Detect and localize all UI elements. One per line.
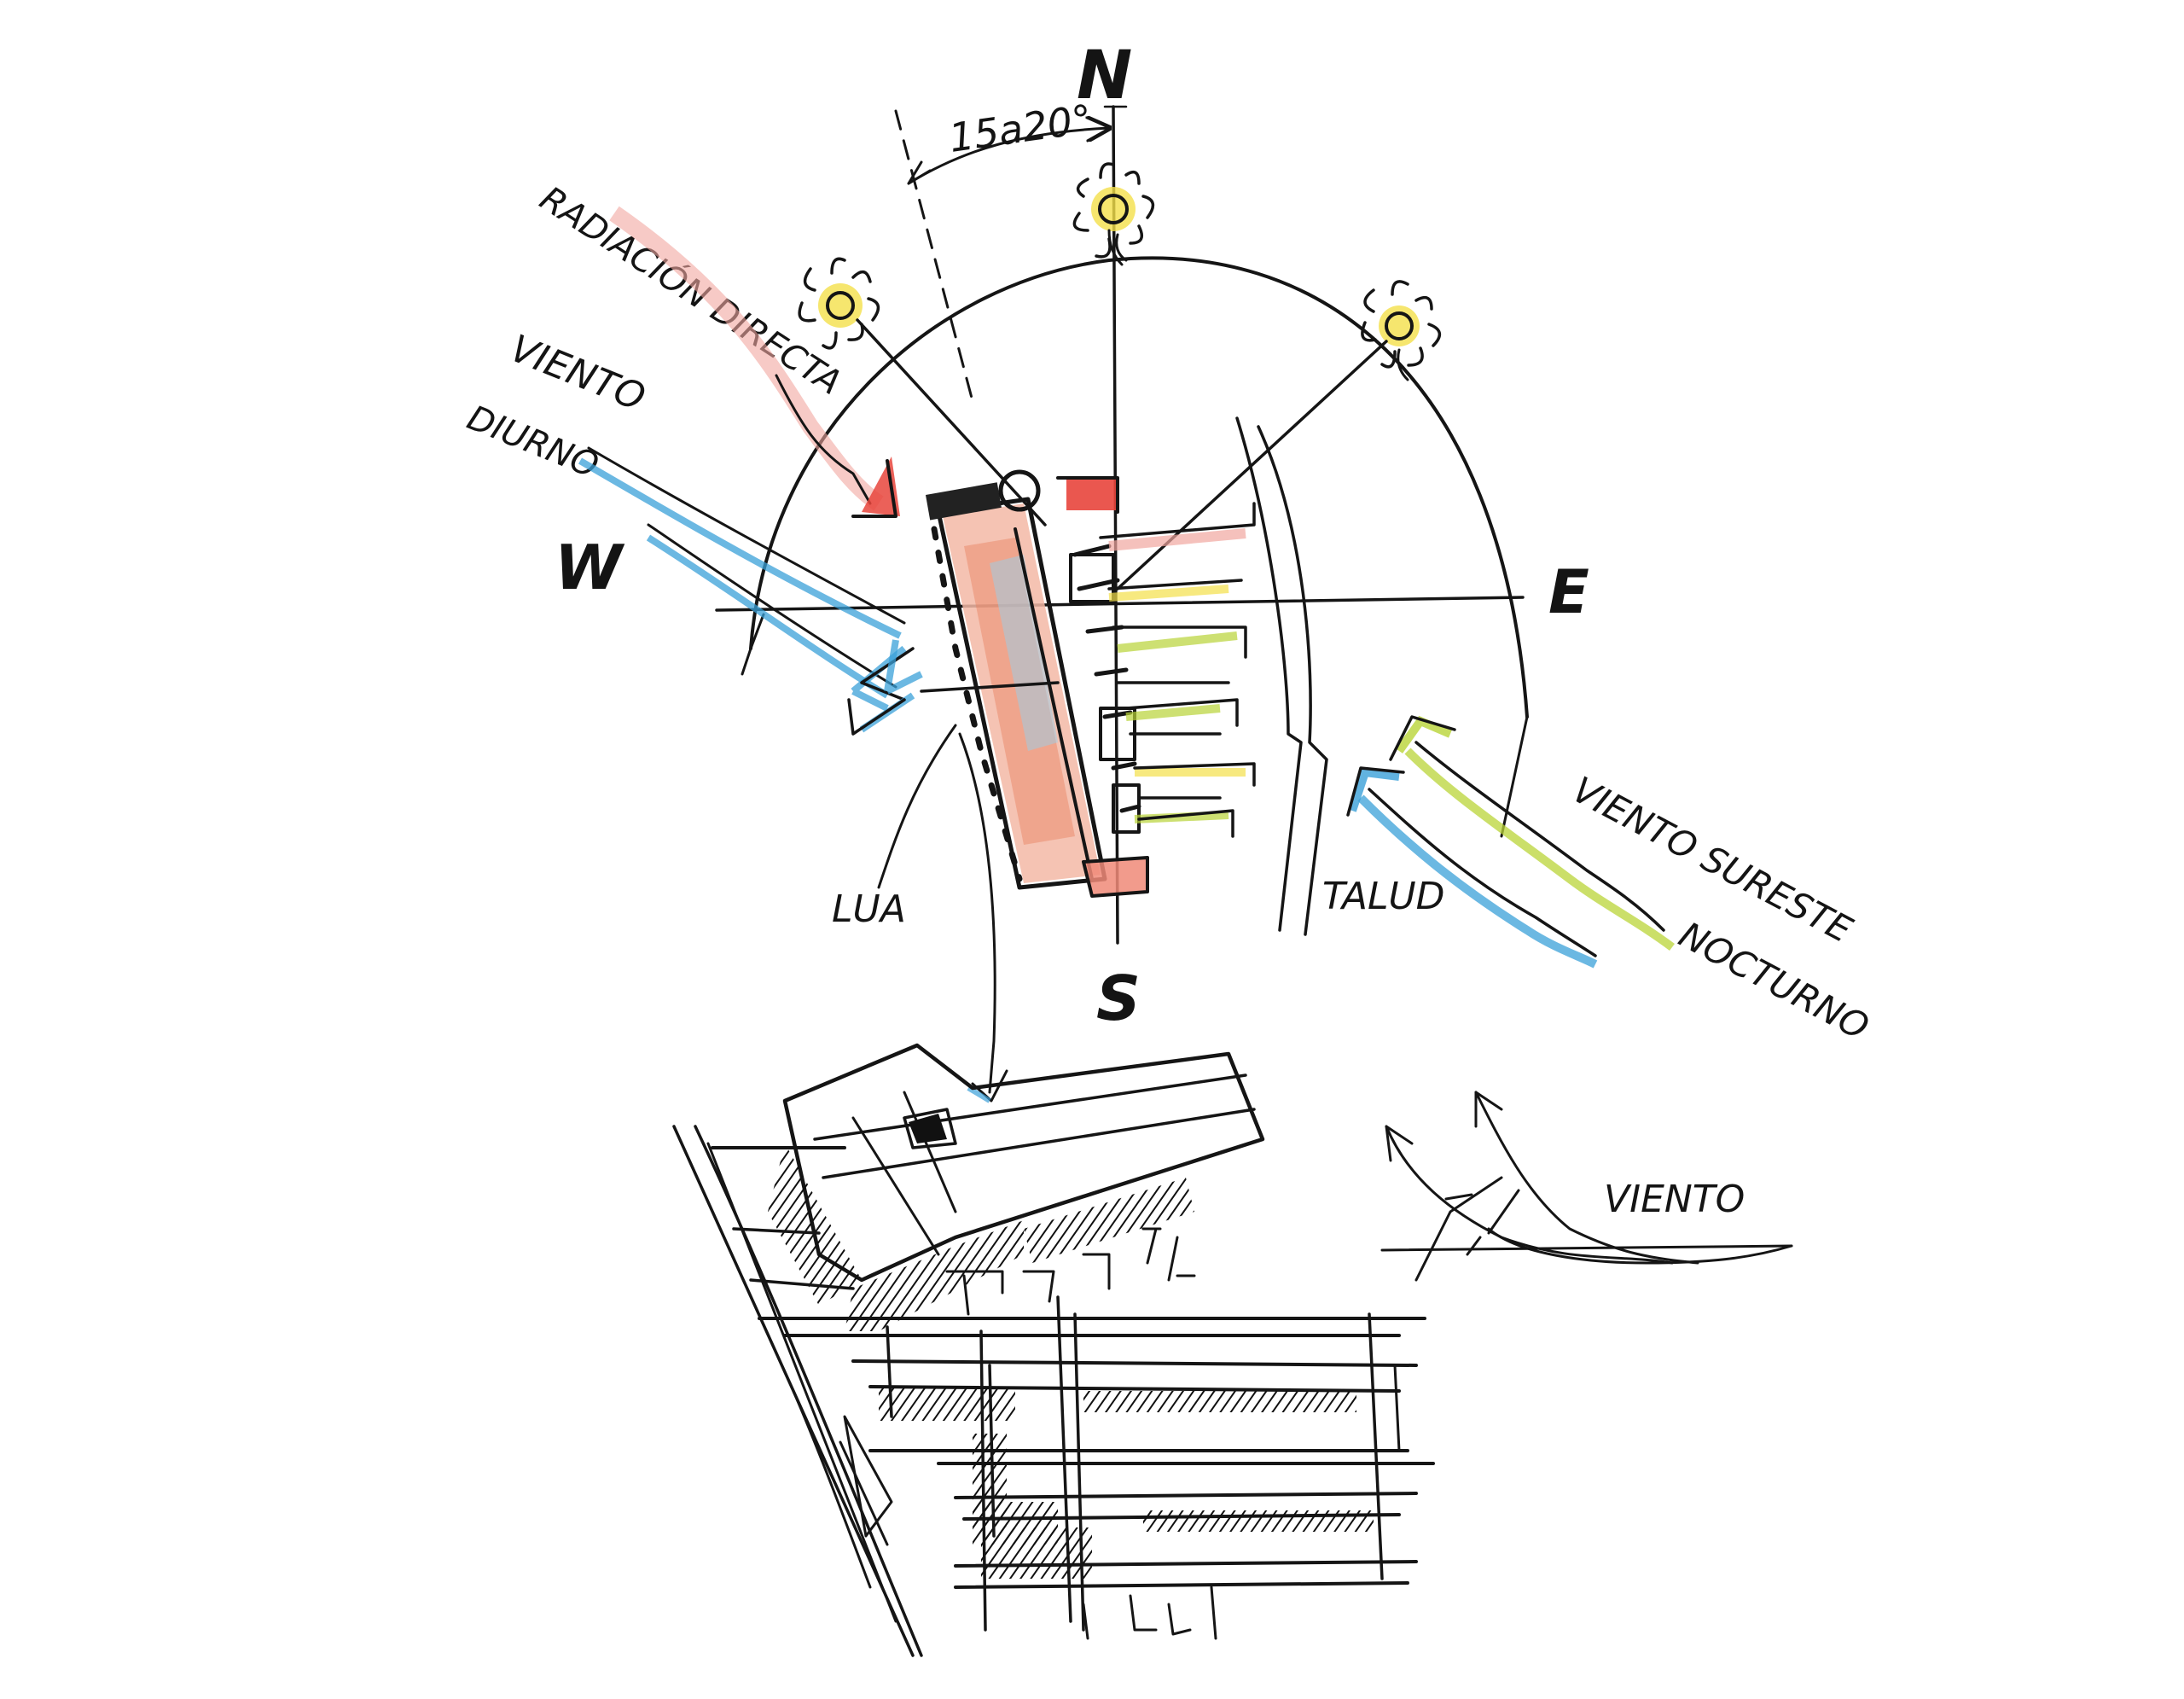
solar-gain-lines xyxy=(1099,502,1256,838)
compass-south: S xyxy=(1096,963,1141,1034)
radiation-arrow xyxy=(609,206,884,511)
sun-path-arc-right-tail xyxy=(1500,715,1529,838)
sun-icon xyxy=(1072,162,1155,266)
compass-north: N xyxy=(1077,38,1132,114)
north-south-axis xyxy=(1112,105,1119,945)
plan-diagram: 15a20° N E W S xyxy=(462,38,1876,1103)
building-plan xyxy=(926,469,1149,898)
sun-ray-west xyxy=(856,318,1047,527)
talud-label: TALUD xyxy=(1322,875,1445,918)
lua-pointer xyxy=(877,724,957,889)
compass-east: E xyxy=(1548,557,1589,627)
compass-west: W xyxy=(555,532,625,603)
section-wind: VIENTO xyxy=(1380,1091,1793,1282)
wind-section-label: VIENTO xyxy=(1604,1178,1745,1221)
sun-path-arc-left-tail xyxy=(741,613,765,676)
rotated-axis xyxy=(894,109,974,403)
sun-icon xyxy=(1361,280,1442,381)
wind-day-label-1: VIENTO xyxy=(504,327,651,420)
wind-day-label-2: DIURNO xyxy=(462,399,604,486)
sun-icon xyxy=(798,257,880,350)
plan-section-connector xyxy=(958,732,996,1094)
section-sketch xyxy=(672,1043,1435,1657)
sun-ray-east xyxy=(1116,340,1388,591)
lua-label: LUA xyxy=(832,887,906,931)
talud-line-2 xyxy=(1257,425,1328,936)
radiation-arrow-line xyxy=(775,374,872,505)
wind-day-arrows xyxy=(578,446,1060,736)
angle-note: 15a20° xyxy=(946,96,1095,161)
wind-night-arrows xyxy=(1346,715,1675,969)
talud-line-1 xyxy=(1235,416,1303,932)
